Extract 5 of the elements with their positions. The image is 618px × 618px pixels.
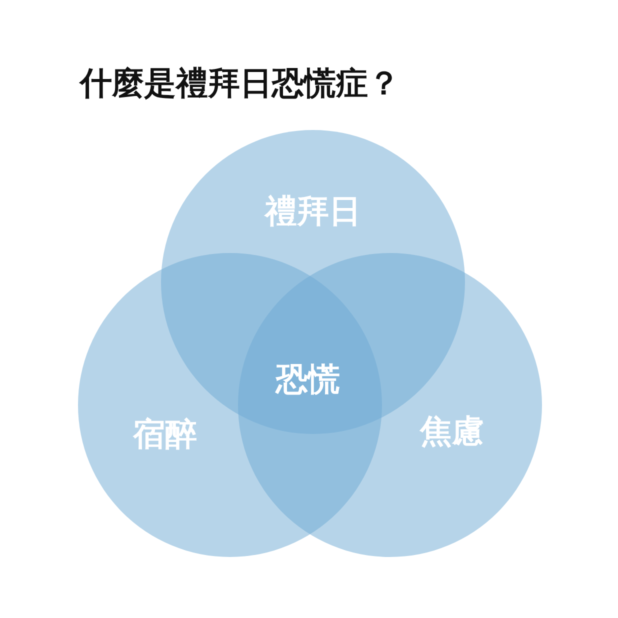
- circle-label: 焦慮: [420, 411, 484, 452]
- title-heading: 什麼是禮拜日恐慌症？: [80, 63, 400, 104]
- circle-label: 宿醉: [133, 414, 197, 455]
- center-label: 恐慌: [276, 359, 340, 400]
- circle-label: 禮拜日: [265, 191, 361, 232]
